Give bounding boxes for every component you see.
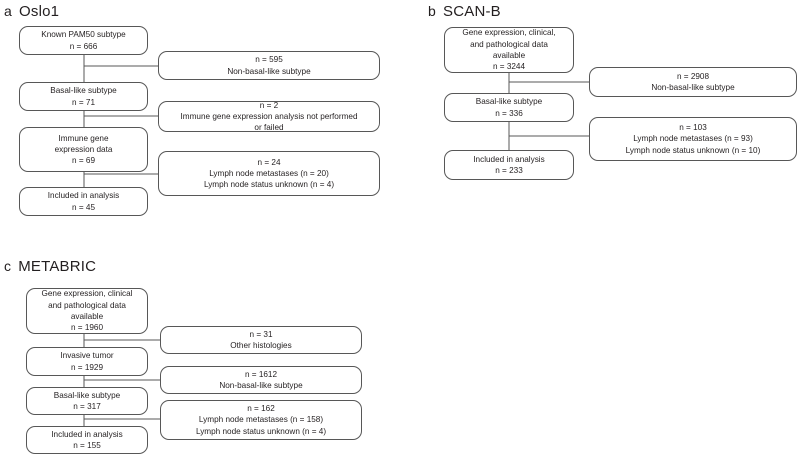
node-a-exclusion-1: n = 2 Immune gene expression analysis no… bbox=[158, 101, 380, 132]
node-c-exclusion-0: n = 31 Other histologies bbox=[160, 326, 362, 354]
panel-letter-c: c bbox=[4, 258, 12, 274]
node-a-main-1: Basal-like subtype n = 71 bbox=[19, 82, 148, 111]
node-c-exclusion-1: n = 1612 Non-basal-like subtype bbox=[160, 366, 362, 394]
node-a-main-2: Immune gene expression data n = 69 bbox=[19, 127, 148, 172]
node-text: Included in analysis n = 45 bbox=[47, 191, 120, 212]
panel-title-c: METABRIC bbox=[18, 258, 97, 275]
node-b-main-1: Basal-like subtype n = 336 bbox=[444, 93, 574, 122]
node-c-main-3: Included in analysis n = 155 bbox=[26, 426, 148, 454]
node-text: n = 162 Lymph node metastases (n = 158) … bbox=[195, 404, 327, 436]
node-c-main-2: Basal-like subtype n = 317 bbox=[26, 387, 148, 415]
node-c-main-1: Invasive tumor n = 1929 bbox=[26, 347, 148, 376]
panel-title-a: Oslo1 bbox=[19, 3, 60, 20]
node-c-exclusion-2: n = 162 Lymph node metastases (n = 158) … bbox=[160, 400, 362, 440]
node-a-exclusion-2: n = 24 Lymph node metastases (n = 20) Ly… bbox=[158, 151, 380, 196]
node-text: Basal-like subtype n = 71 bbox=[50, 86, 117, 107]
node-text: Known PAM50 subtype n = 666 bbox=[41, 30, 126, 51]
node-text: n = 2908 Non-basal-like subtype bbox=[651, 71, 735, 92]
panel-label-c: c METABRIC bbox=[4, 258, 96, 275]
panel-title-b: SCAN-B bbox=[443, 3, 501, 20]
panel-letter-b: b bbox=[428, 3, 436, 19]
node-a-main-3: Included in analysis n = 45 bbox=[19, 187, 148, 216]
node-text: Basal-like subtype n = 317 bbox=[53, 390, 121, 411]
node-text: n = 1612 Non-basal-like subtype bbox=[219, 369, 303, 390]
panel-letter-a: a bbox=[4, 3, 12, 19]
node-b-main-0: Gene expression, clinical, and pathologi… bbox=[444, 27, 574, 73]
node-text: n = 595 Non-basal-like subtype bbox=[227, 55, 311, 76]
node-a-exclusion-0: n = 595 Non-basal-like subtype bbox=[158, 51, 380, 80]
node-text: Gene expression, clinical, and pathologi… bbox=[462, 28, 556, 72]
node-text: n = 2 Immune gene expression analysis no… bbox=[180, 100, 358, 133]
node-text: Immune gene expression data n = 69 bbox=[54, 133, 113, 166]
node-text: n = 24 Lymph node metastases (n = 20) Ly… bbox=[203, 157, 335, 190]
node-text: Invasive tumor n = 1929 bbox=[60, 351, 114, 372]
node-text: n = 103 Lymph node metastases (n = 93) L… bbox=[625, 123, 761, 155]
panel-label-a: a Oslo1 bbox=[4, 3, 59, 20]
node-c-main-0: Gene expression, clinical and pathologic… bbox=[26, 288, 148, 334]
panel-label-b: b SCAN-B bbox=[428, 3, 501, 20]
node-b-exclusion-0: n = 2908 Non-basal-like subtype bbox=[589, 67, 797, 97]
node-text: n = 31 Other histologies bbox=[230, 329, 292, 350]
node-a-main-0: Known PAM50 subtype n = 666 bbox=[19, 26, 148, 55]
node-text: Included in analysis n = 155 bbox=[51, 429, 123, 450]
node-text: Included in analysis n = 233 bbox=[473, 154, 545, 175]
node-text: Basal-like subtype n = 336 bbox=[475, 97, 543, 118]
node-b-main-2: Included in analysis n = 233 bbox=[444, 150, 574, 180]
node-b-exclusion-1: n = 103 Lymph node metastases (n = 93) L… bbox=[589, 117, 797, 161]
node-text: Gene expression, clinical and pathologic… bbox=[41, 289, 133, 333]
